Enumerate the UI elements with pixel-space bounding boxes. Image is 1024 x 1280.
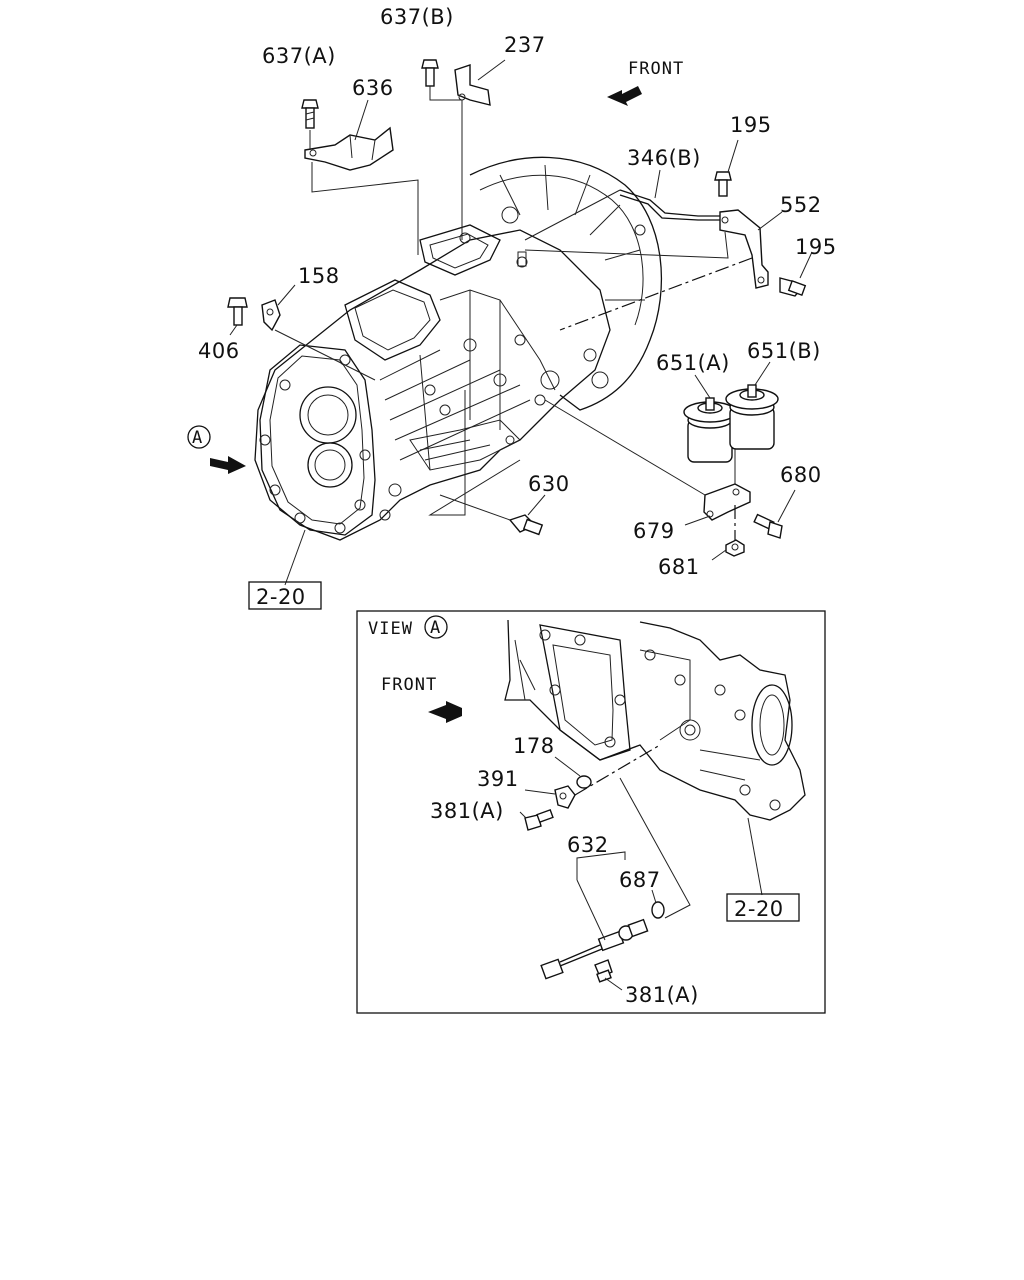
label-637a: 637(A) bbox=[262, 44, 336, 68]
leader-632 bbox=[576, 851, 626, 941]
leader-195-top bbox=[727, 139, 739, 173]
leader-636-bracket bbox=[311, 162, 419, 255]
mount-651b bbox=[725, 384, 779, 450]
label-381a-top: 381(A) bbox=[430, 799, 504, 823]
label-651b: 651(B) bbox=[747, 339, 821, 363]
mount-651a bbox=[683, 397, 737, 463]
bolt-381a-top bbox=[524, 808, 554, 831]
leader-158-body bbox=[274, 329, 376, 381]
oring-687 bbox=[651, 901, 665, 919]
label-391: 391 bbox=[477, 767, 519, 791]
leader-381a-bottom bbox=[604, 977, 623, 991]
label-632: 632 bbox=[567, 833, 609, 857]
leader-2-20-main bbox=[284, 529, 306, 586]
marker-a-text: A bbox=[192, 428, 203, 448]
bolt-680 bbox=[753, 513, 783, 539]
label-2-20-view: 2-20 bbox=[734, 897, 784, 921]
leader-195-right bbox=[799, 251, 813, 279]
bracket-237 bbox=[454, 64, 491, 106]
arrow-view-a bbox=[210, 456, 246, 474]
bolt-637a bbox=[301, 99, 319, 129]
leader-630-body bbox=[439, 494, 511, 521]
label-636: 636 bbox=[352, 76, 394, 100]
label-630: 630 bbox=[528, 472, 570, 496]
bracket-552 bbox=[719, 209, 769, 289]
clamp-391 bbox=[554, 785, 576, 809]
label-237: 237 bbox=[504, 33, 546, 57]
leader-630-bracket bbox=[428, 390, 521, 516]
label-552: 552 bbox=[780, 193, 822, 217]
label-680: 680 bbox=[780, 463, 822, 487]
leader-552-body bbox=[524, 189, 729, 259]
view-a-frame bbox=[356, 610, 826, 1014]
label-687: 687 bbox=[619, 868, 661, 892]
leader-158 bbox=[277, 284, 296, 306]
bolt-195-top bbox=[714, 171, 732, 197]
bolt-406 bbox=[227, 297, 248, 326]
centerline-view-top bbox=[574, 744, 661, 796]
label-679: 679 bbox=[633, 519, 675, 543]
ref-box-2-20-view bbox=[726, 893, 800, 922]
leader-680 bbox=[777, 489, 796, 523]
marker-a-circle: A bbox=[187, 425, 211, 449]
view-marker-circle bbox=[424, 615, 448, 639]
leader-406 bbox=[229, 324, 238, 336]
oring-178 bbox=[576, 775, 592, 789]
label-195-right: 195 bbox=[795, 235, 837, 259]
bolt-381a-bottom bbox=[594, 959, 613, 983]
leader-2-20-view bbox=[747, 817, 763, 896]
leader-681 bbox=[711, 549, 727, 561]
leader-651 bbox=[694, 361, 771, 399]
label-front-view: FRONT bbox=[381, 675, 437, 695]
label-346b: 346(B) bbox=[627, 146, 701, 170]
label-178: 178 bbox=[513, 734, 555, 758]
pipe-346b bbox=[619, 189, 720, 221]
front-arrow-view bbox=[428, 701, 462, 723]
label-2-20-main: 2-20 bbox=[256, 585, 306, 609]
label-681: 681 bbox=[658, 555, 700, 579]
switch-630 bbox=[508, 514, 544, 536]
bracket-679 bbox=[703, 483, 751, 521]
leader-679 bbox=[684, 515, 711, 526]
bolt-637b bbox=[421, 59, 439, 87]
label-381a-bottom: 381(A) bbox=[625, 983, 699, 1007]
front-arrow-top bbox=[607, 86, 642, 106]
label-view: VIEW bbox=[368, 619, 413, 639]
leader-636 bbox=[354, 99, 369, 141]
label-195-top: 195 bbox=[730, 113, 772, 137]
bracket-636 bbox=[304, 126, 394, 171]
leader-391 bbox=[524, 789, 556, 795]
leader-381a-top bbox=[519, 811, 527, 819]
centerline-552 bbox=[559, 257, 753, 331]
label-front-top: FRONT bbox=[628, 59, 684, 79]
view-a-housing bbox=[504, 619, 806, 821]
leader-630 bbox=[527, 494, 546, 516]
label-158: 158 bbox=[298, 264, 340, 288]
leader-679-body bbox=[544, 399, 706, 496]
nut-681 bbox=[725, 539, 745, 557]
label-637b: 637(B) bbox=[380, 5, 454, 29]
label-406: 406 bbox=[198, 339, 240, 363]
bolt-195-right bbox=[779, 277, 807, 297]
clip-158 bbox=[261, 299, 281, 332]
leader-346b bbox=[654, 169, 661, 199]
leader-687 bbox=[651, 889, 657, 904]
sensor-632 bbox=[540, 918, 649, 980]
leader-552 bbox=[757, 211, 783, 231]
leader-637b bbox=[429, 86, 463, 240]
leader-237 bbox=[477, 59, 506, 81]
ref-box-2-20-main bbox=[248, 581, 322, 610]
leader-178 bbox=[554, 756, 581, 777]
label-651a: 651(A) bbox=[656, 351, 730, 375]
leader-687-bracket bbox=[619, 777, 691, 919]
transmission-assembly bbox=[254, 156, 663, 541]
view-marker-text: A bbox=[430, 618, 441, 638]
